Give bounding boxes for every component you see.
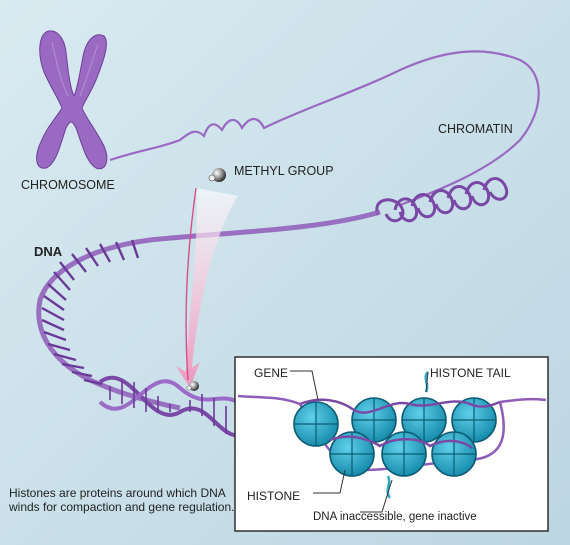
methyl-group-on-dna-icon bbox=[186, 381, 199, 391]
chromosome-shape bbox=[36, 30, 108, 170]
histone-sphere bbox=[293, 401, 339, 447]
chromosome-label: CHROMOSOME bbox=[21, 178, 115, 192]
dna-label: DNA bbox=[34, 244, 63, 259]
histone-sphere bbox=[431, 431, 477, 477]
dna-inaccessible-label: DNA inaccessible, gene inactive bbox=[313, 511, 477, 523]
dna-coiled-fiber bbox=[41, 239, 140, 386]
gene-label: GENE bbox=[254, 366, 289, 380]
caption-text: Histones are proteins around which DNA w… bbox=[9, 486, 235, 514]
methylation-arrow bbox=[176, 188, 238, 388]
inset-wrapped-dna bbox=[299, 398, 501, 414]
chromatin-label: CHROMATIN bbox=[438, 122, 513, 136]
dna-tube bbox=[36, 209, 381, 411]
histone-sphere bbox=[329, 431, 375, 477]
leader-lines bbox=[290, 370, 429, 513]
histone-sphere bbox=[401, 397, 447, 443]
chromatin-coil bbox=[375, 177, 509, 223]
histone-tail-label: HISTONE TAIL bbox=[430, 366, 511, 380]
histone-sphere bbox=[381, 431, 427, 477]
histone-label: HISTONE bbox=[247, 489, 301, 503]
methyl-group-icon bbox=[208, 168, 226, 182]
chromatin-strand bbox=[109, 50, 540, 207]
methyl-group-label: METHYL GROUP bbox=[234, 164, 334, 178]
histone-tail bbox=[386, 475, 392, 499]
